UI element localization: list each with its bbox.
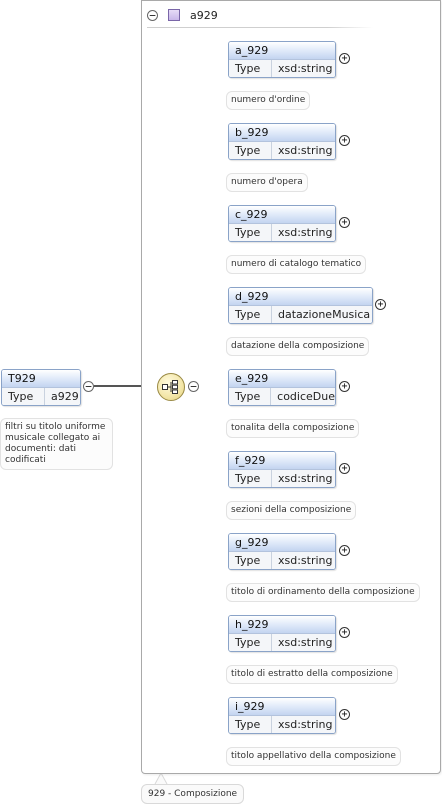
minus-circle-icon[interactable]: −	[83, 381, 94, 392]
plus-circle-icon[interactable]: +	[339, 545, 350, 556]
element-documentation: datazione della composizione	[226, 337, 370, 356]
element-box-a929[interactable]: a_929 Type xsd:string	[228, 41, 336, 78]
element-type-row: Type xsd:string	[229, 142, 335, 159]
element-box-e929[interactable]: e_929 Type codiceDue	[228, 369, 336, 406]
element-documentation: titolo di ordinamento della composizione	[226, 583, 420, 602]
plus-circle-icon[interactable]: +	[375, 299, 386, 310]
element-box-c929[interactable]: c_929 Type xsd:string	[228, 205, 336, 242]
type-value: a929	[51, 390, 79, 403]
element-type-row: Type xsd:string	[229, 470, 335, 487]
element-name: a_929	[229, 42, 335, 60]
element-type-row: Type xsd:string	[229, 634, 335, 651]
element-documentation: numero di catalogo tematico	[226, 255, 367, 274]
plus-circle-icon[interactable]: +	[339, 463, 350, 474]
element-name: i_929	[229, 698, 335, 716]
type-key: Type	[229, 470, 272, 487]
element-name: b_929	[229, 124, 335, 142]
type-key: Type	[229, 60, 272, 77]
element-documentation: numero d'opera	[226, 173, 308, 192]
type-key: Type	[229, 716, 272, 733]
element-documentation: titolo di estratto della composizione	[226, 665, 398, 684]
plus-circle-icon[interactable]: +	[339, 135, 350, 146]
type-value: xsd:string	[278, 226, 333, 239]
type-key: Type	[229, 552, 272, 569]
type-value: xsd:string	[278, 718, 333, 731]
type-value: codiceDue	[277, 390, 335, 403]
container-type-name: a929	[190, 8, 218, 22]
type-value: xsd:string	[278, 472, 333, 485]
element-documentation: sezioni della composizione	[226, 501, 357, 520]
element-name: h_929	[229, 616, 335, 634]
element-box-f929[interactable]: f_929 Type xsd:string	[228, 451, 336, 488]
type-key: Type	[229, 388, 272, 405]
root-documentation: filtri su titolo uniforme musicale colle…	[0, 418, 113, 470]
type-value: xsd:string	[278, 62, 333, 75]
type-key: Type	[229, 306, 272, 323]
element-type-row: Type xsd:string	[229, 552, 335, 569]
element-type-row: Type xsd:string	[229, 716, 335, 733]
plus-circle-icon[interactable]: +	[339, 381, 350, 392]
element-name: g_929	[229, 534, 335, 552]
element-box-i929[interactable]: i_929 Type xsd:string	[228, 697, 336, 734]
diagram-caption: 929 - Composizione	[141, 784, 245, 804]
element-documentation: numero d'ordine	[226, 91, 311, 110]
complex-type-icon	[168, 9, 180, 21]
minus-circle-icon[interactable]: −	[188, 381, 199, 392]
element-documentation: titolo appellativo della composizione	[226, 747, 401, 766]
element-type-row: Type xsd:string	[229, 224, 335, 241]
plus-circle-icon[interactable]: +	[339, 217, 350, 228]
header-divider	[147, 27, 373, 28]
type-value: xsd:string	[278, 144, 333, 157]
type-key: Type	[229, 634, 272, 651]
type-value: xsd:string	[278, 636, 333, 649]
type-key: Type	[229, 142, 272, 159]
element-type-row: Type datazioneMusica	[229, 306, 372, 323]
element-box-g929[interactable]: g_929 Type xsd:string	[228, 533, 336, 570]
element-box-b929[interactable]: b_929 Type xsd:string	[228, 123, 336, 160]
plus-circle-icon[interactable]: +	[339, 627, 350, 638]
root-element-type-row: Type a929	[2, 388, 80, 405]
element-type-row: Type codiceDue	[229, 388, 335, 405]
plus-circle-icon[interactable]: +	[339, 709, 350, 720]
element-box-h929[interactable]: h_929 Type xsd:string	[228, 615, 336, 652]
type-value: xsd:string	[278, 554, 333, 567]
container-header: − a929	[147, 6, 218, 24]
root-element-box[interactable]: T929 Type a929	[1, 369, 81, 406]
element-name: f_929	[229, 452, 335, 470]
element-type-row: Type xsd:string	[229, 60, 335, 77]
element-name: d_929	[229, 288, 372, 306]
sequence-compositor-icon[interactable]	[157, 373, 185, 401]
type-key: Type	[229, 224, 272, 241]
element-name: c_929	[229, 206, 335, 224]
type-key: Type	[2, 388, 45, 405]
element-box-d929[interactable]: d_929 Type datazioneMusica	[228, 287, 373, 324]
root-element-name: T929	[2, 370, 80, 388]
type-value: datazioneMusica	[278, 308, 371, 321]
element-name: e_929	[229, 370, 335, 388]
element-documentation: tonalita della composizione	[226, 419, 360, 438]
plus-circle-icon[interactable]: +	[339, 53, 350, 64]
minus-circle-icon[interactable]: −	[147, 9, 158, 21]
